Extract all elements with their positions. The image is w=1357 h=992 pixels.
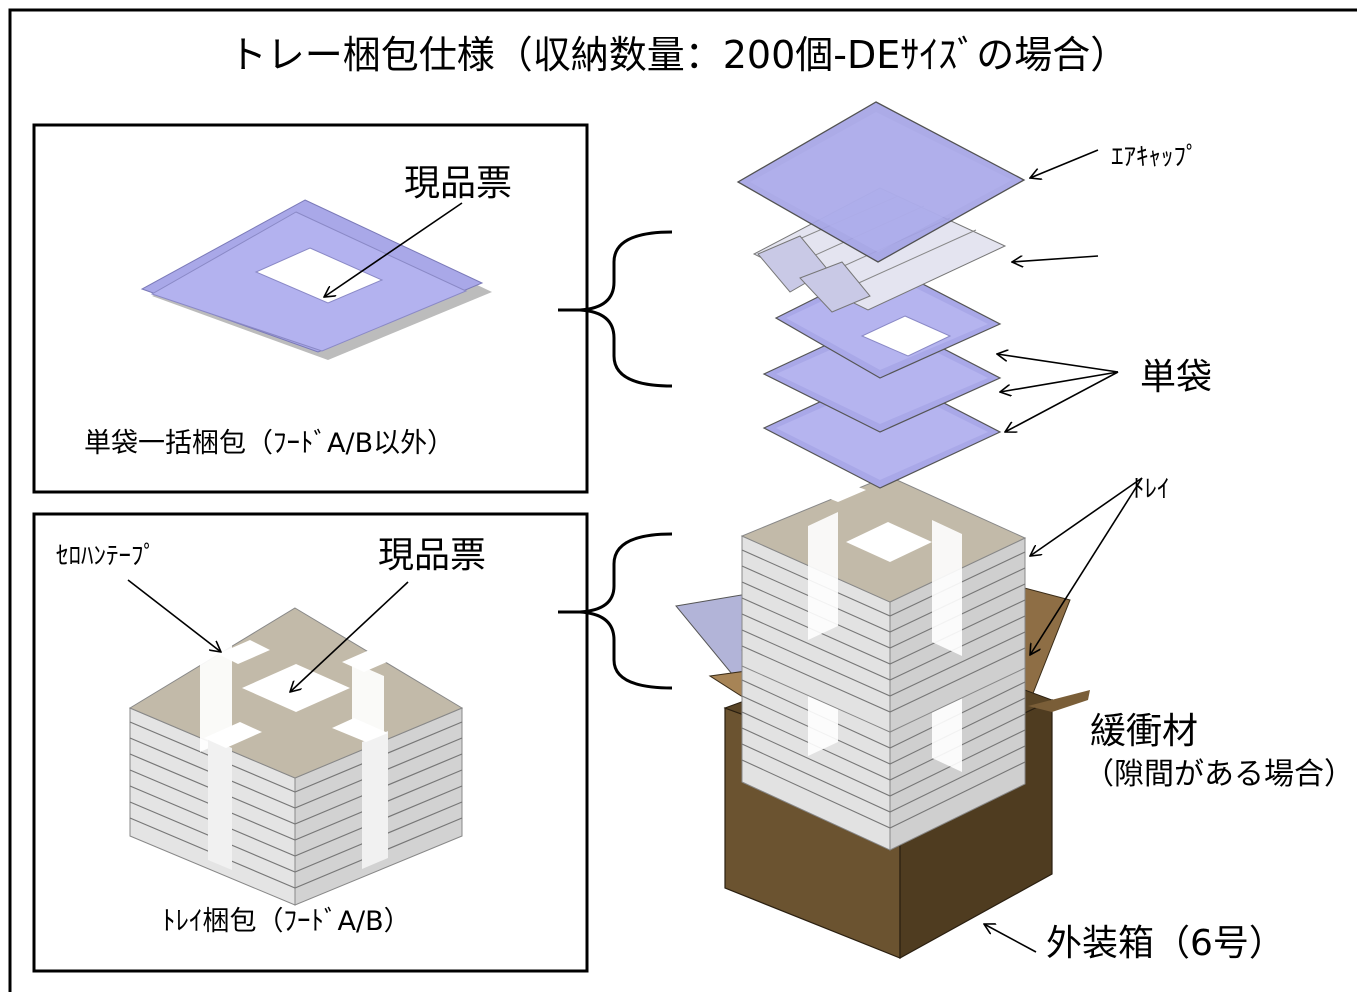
cushion-label: 緩衝材 <box>1090 711 1199 752</box>
arrow-bag-1 <box>997 354 1119 373</box>
brace-top <box>579 230 673 388</box>
panel-bottom-caption: ﾄﾚｲ梱包（ﾌｰﾄﾞA/B） <box>162 906 411 937</box>
air-cap-label: ｴｱｷｬｯﾌﾟ <box>1111 142 1199 171</box>
arrow-air-cap <box>1030 149 1099 178</box>
cushion-note: （隙間がある場合） <box>1084 757 1354 792</box>
tape-label: ｾﾛﾊﾝﾃｰﾌﾟ <box>56 541 157 570</box>
tray-stack-illustration <box>128 607 464 906</box>
tape-arrow <box>127 579 221 652</box>
label-arrow-bottom <box>290 581 409 692</box>
label-slip <box>254 247 384 304</box>
single-bag-label: 単袋 <box>1140 357 1213 398</box>
brace-bottom <box>579 532 673 690</box>
panel-bottom-frame <box>32 512 589 973</box>
arrow-bag-2 <box>1000 371 1119 392</box>
outer-box-label: 外装箱（6号） <box>1046 923 1285 964</box>
arrow-outer-box <box>984 924 1037 953</box>
label-slip-label-top: 現品票 <box>404 163 513 204</box>
air-cap-inner <box>750 112 1012 252</box>
arrow-plastic-tray <box>1012 255 1099 262</box>
label-arrow-top <box>324 202 463 297</box>
arrow-bag-3 <box>1005 371 1119 432</box>
box-flap-back <box>1028 690 1090 712</box>
bag-bundle-illustration <box>140 199 492 360</box>
tray-stack-upper <box>740 475 1027 733</box>
tray-label: ﾄﾚｲ <box>1132 474 1170 503</box>
panel-top-caption: 単袋一括梱包（ﾌｰﾄﾞA/B以外） <box>84 428 455 459</box>
single-bags <box>762 263 1002 489</box>
page-title: トレー梱包仕様（収納数量：200個-DEｻｲｽﾞの場合） <box>228 33 1129 77</box>
arrow-tray-2 <box>1030 477 1143 655</box>
outer-frame <box>8 8 1357 992</box>
arrow-tray-1 <box>1030 477 1143 556</box>
label-slip-label-bottom: 現品票 <box>378 535 487 576</box>
